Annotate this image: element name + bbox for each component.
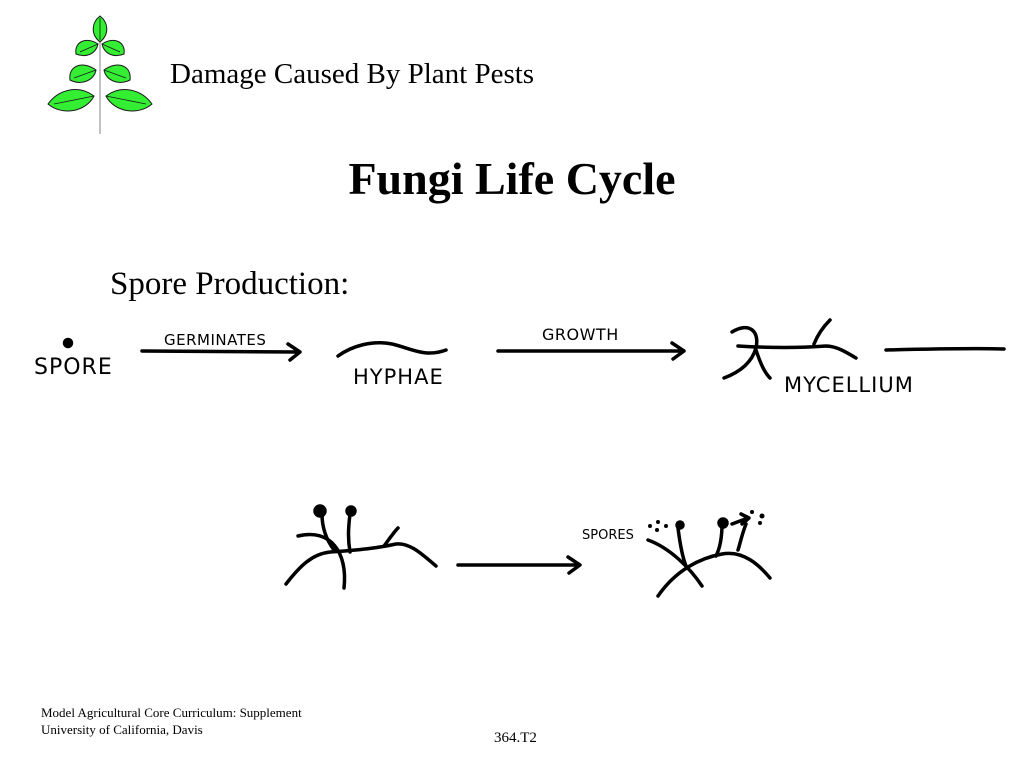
footer-line-1: Model Agricultural Core Curriculum: Supp… [41, 705, 302, 720]
plant-leaves-icon [47, 15, 153, 134]
mycelium-drawing [722, 318, 1006, 380]
slide-code: 364.T2 [494, 730, 537, 746]
label-growth: GROWTH [542, 325, 619, 344]
label-hyphae: HYPHAE [353, 365, 444, 389]
growth-arrow [496, 341, 686, 361]
spore-dot [62, 337, 74, 349]
footer-credits: Model Agricultural Core Curriculum: Supp… [41, 704, 302, 738]
label-spore: SPORE [34, 355, 113, 380]
slide-title: Fungi Life Cycle [348, 153, 676, 204]
released-spores [648, 510, 765, 532]
germinates-arrow [140, 342, 302, 362]
mature-mycelium-drawing [284, 504, 438, 590]
section-subheading: Spore Production: [110, 266, 350, 302]
fungi-life-cycle-diagram: SPORE GERMINATES HYPHAE GROWTH MYCELLIUM… [34, 318, 1006, 598]
label-germinates: GERMINATES [164, 331, 266, 349]
hyphae-curve [336, 341, 448, 358]
sporulation-arrow [456, 555, 582, 575]
spore-release-drawing [646, 512, 772, 598]
label-spores: SPORES [582, 528, 634, 543]
label-mycellium: MYCELLIUM [784, 373, 914, 397]
header-title: Damage Caused By Plant Pests [170, 58, 535, 90]
footer-line-2: University of California, Davis [41, 722, 203, 737]
